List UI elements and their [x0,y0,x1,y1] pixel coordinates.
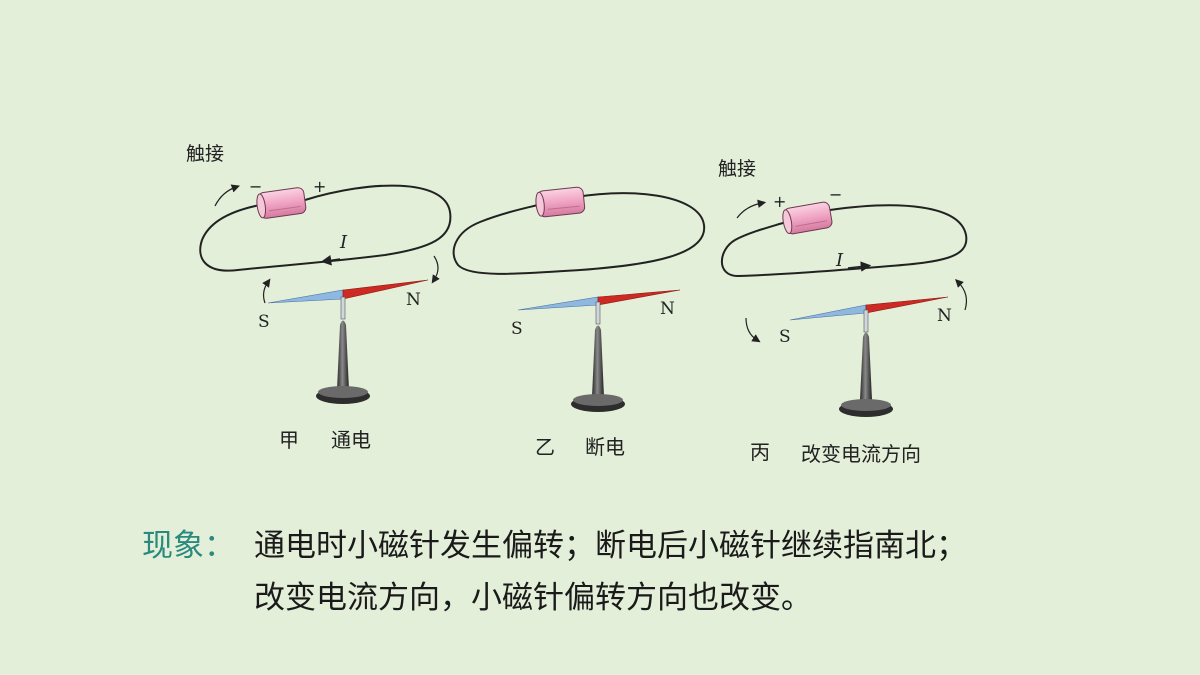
positive-sign: + [313,177,326,196]
panel-jia: 触接 − + I S N 甲 通电 [186,143,452,452]
circuit-wire [721,204,968,278]
needle-stand [839,309,893,417]
magnetic-needle [789,296,949,321]
circuit-wire [199,184,452,272]
north-pole-label: N [937,306,952,326]
negative-sign: − [829,185,842,204]
rotation-arrow-icon [736,199,767,219]
observation-line-2: 改变电流方向，小磁针偏转方向也改变。 [142,572,812,617]
deflection-arrow-icon [431,255,440,284]
magnetic-needle [517,289,681,311]
caption-text: 通电 [331,428,371,452]
south-pole-label: S [258,312,270,332]
observation-line-1: 现象： 通电时小磁针发生偏转；断电后小磁针继续指南北； [142,520,967,565]
north-pole-label: N [406,290,421,310]
positive-sign: + [773,192,786,211]
caption-text: 改变电流方向 [801,442,921,466]
panel-bing: 触接 + − I S N 丙 改变电流方向 [718,158,968,466]
caption-letter: 甲 [279,428,299,452]
needle-stand [316,296,370,404]
current-label: I [835,250,844,271]
negative-sign: − [249,177,262,196]
panel-yi: S N 乙 断电 [452,186,706,459]
south-pole-label: S [779,327,791,347]
rotation-arrow-icon [214,184,240,207]
observation-text-1: 通电时小磁针发生偏转；断电后小磁针继续指南北； [254,528,967,564]
battery [535,186,586,218]
deflection-arrow-icon [262,278,271,304]
touch-label: 触接 [186,143,224,165]
touch-label: 触接 [718,158,756,180]
circuit-wire [452,192,706,275]
current-arrow-icon [847,261,872,272]
needle-stand [571,301,625,412]
current-label: I [339,232,348,253]
caption-text: 断电 [585,435,625,459]
battery [782,201,833,235]
south-pole-label: S [511,319,523,339]
observation-label: 现象： [142,528,235,564]
caption-letter: 乙 [535,435,555,459]
observation-text-2: 改变电流方向，小磁针偏转方向也改变。 [254,580,812,616]
current-arrow-icon [320,255,341,266]
caption-letter: 丙 [750,440,770,464]
deflection-arrow-icon [745,317,761,343]
experiment-diagram: 触接 − + I S N 甲 通电 [186,143,968,466]
north-pole-label: N [660,299,675,319]
magnetic-needle [267,279,429,304]
deflection-arrow-icon [955,279,968,311]
battery [256,187,307,219]
